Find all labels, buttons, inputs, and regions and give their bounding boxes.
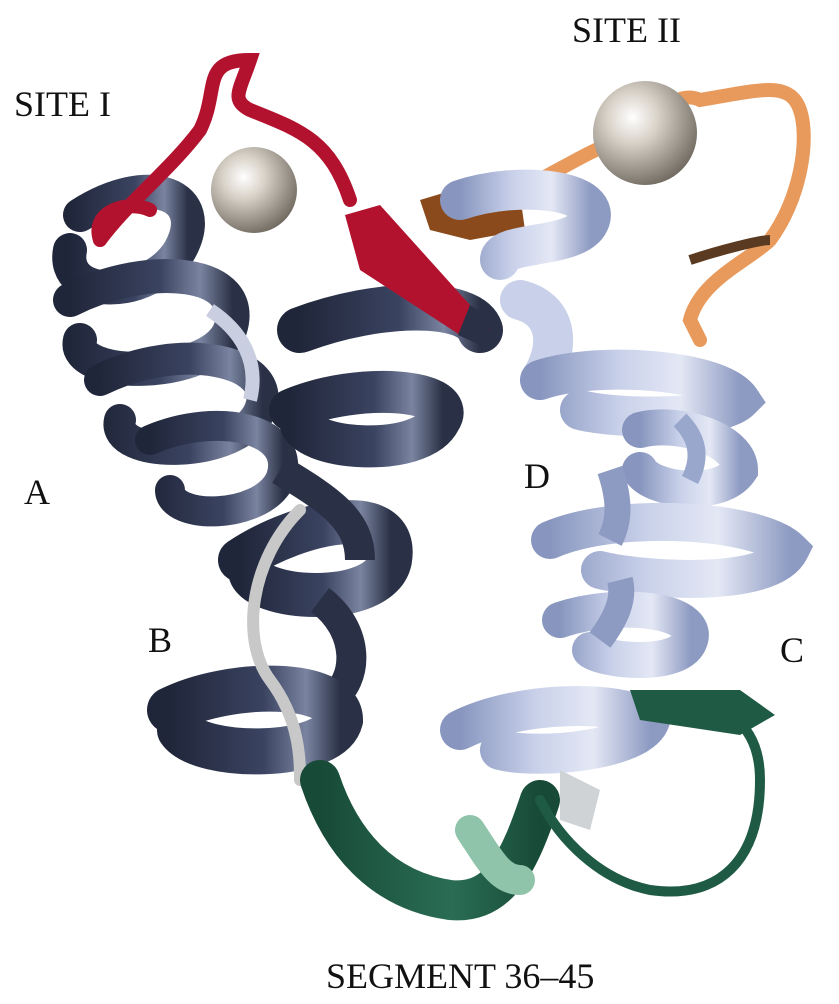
helix-d-label: D — [524, 458, 550, 494]
site-ii-label: SITE II — [572, 12, 681, 48]
site-i-label: SITE I — [14, 86, 111, 122]
segment-label: SEGMENT 36–45 — [326, 958, 594, 994]
helix-c-label: C — [780, 632, 804, 668]
calcium-ion-site-ii — [593, 81, 697, 185]
calcium-ion-site-i — [211, 147, 297, 233]
helix-b-label: B — [148, 622, 172, 658]
helix-a-label: A — [24, 474, 50, 510]
